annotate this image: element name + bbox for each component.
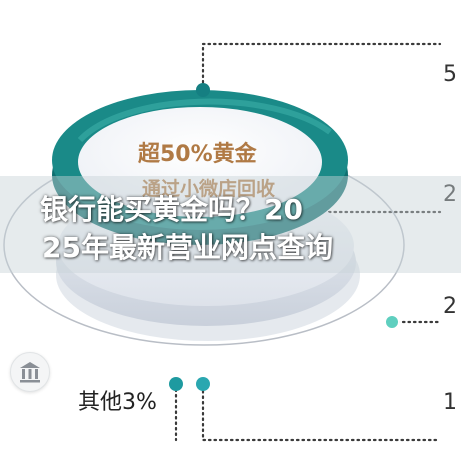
percent-label-bottom-right: 1 xyxy=(443,390,457,415)
percent-label-lower-right: 2 xyxy=(443,294,457,319)
ring-inner-white xyxy=(78,107,322,217)
ring-highlight xyxy=(77,98,332,143)
percent-label-mid-right: 2 xyxy=(443,182,457,207)
marker-dot-top xyxy=(196,83,210,97)
article-title-line1: 银行能买黄金吗？20 xyxy=(40,193,303,226)
percent-label-top-right: 5 xyxy=(443,62,457,87)
other-category-label: 其他3% xyxy=(78,390,157,415)
bank-badge xyxy=(10,352,50,392)
ring-text-line2: 通过小微店回收 xyxy=(142,178,276,200)
ring-text-line1: 超50%黄金 xyxy=(138,142,257,167)
bank-icon xyxy=(20,362,40,383)
marker-dot-right xyxy=(384,314,400,330)
article-title-line2: 25年最新营业网点查询 xyxy=(42,231,333,264)
marker-dot-bottom-left xyxy=(169,377,183,391)
title-banner xyxy=(0,176,461,273)
marker-dot-bottom-right xyxy=(196,377,210,391)
